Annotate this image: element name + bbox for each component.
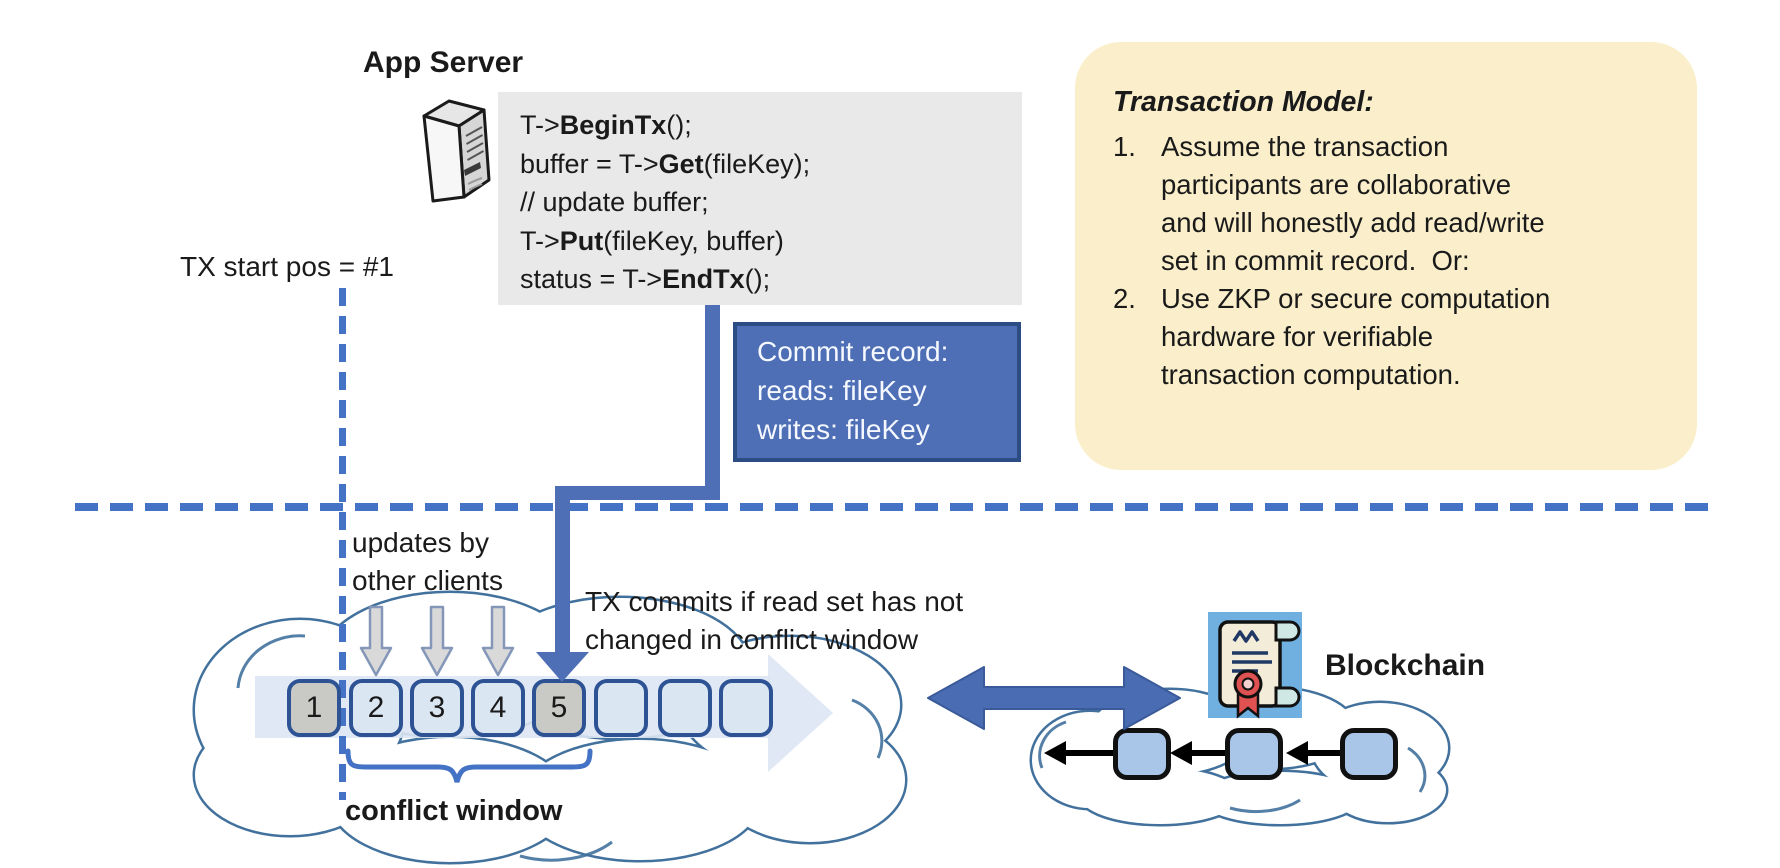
- transaction-model-item: 1. Assume the transaction participants a…: [1113, 128, 1667, 280]
- code-line: status = T->EndTx();: [520, 264, 771, 294]
- sync-double-arrow: [927, 666, 1181, 730]
- tx-start-label: TX start pos = #1: [180, 251, 394, 282]
- code-panel: T->BeginTx(); buffer = T->Get(fileKey); //…: [498, 92, 1022, 305]
- transaction-model-item: 2. Use ZKP or secure computation hardwar…: [1113, 280, 1667, 394]
- commit-record-line: writes: fileKey: [757, 414, 930, 445]
- item-number: 1.: [1113, 131, 1136, 162]
- ledger-block: [719, 679, 773, 737]
- block-number: 2: [367, 691, 385, 724]
- tx-commits-line: TX commits if read set has not: [585, 586, 964, 617]
- server-icon: [422, 99, 491, 203]
- ledger-block: [594, 679, 648, 737]
- chain-block: [1113, 728, 1171, 780]
- updates-by-line: updates by: [352, 527, 489, 558]
- code-line: T->Put(fileKey, buffer): [520, 225, 784, 256]
- tx-start-dashed-line: [339, 288, 346, 800]
- ledger-block: 3: [410, 679, 464, 737]
- transaction-model-title: Transaction Model:: [1113, 86, 1374, 118]
- blockchain-label: Blockchain: [1325, 649, 1486, 682]
- item-number: 2.: [1113, 283, 1136, 314]
- transaction-model-callout: Transaction Model: 1. Assume the transac…: [1075, 42, 1697, 470]
- app-server-label: App Server: [363, 46, 524, 79]
- code-line: // update buffer;: [520, 187, 709, 217]
- tx-commits-line: changed in conflict window: [585, 624, 919, 655]
- commit-record-box: Commit record: reads: fileKey writes: fi…: [733, 322, 1021, 462]
- ledger-block: 1: [287, 679, 341, 737]
- tx-commits-label: TX commits if read set has not changed i…: [585, 583, 963, 659]
- conflict-window-label: conflict window: [345, 795, 563, 827]
- code-line: buffer = T->Get(fileKey);: [520, 148, 811, 179]
- item-text: Use ZKP or secure computation hardware f…: [1161, 283, 1551, 390]
- ledger-block: 4: [471, 679, 525, 737]
- commit-record-line: Commit record:: [757, 336, 949, 367]
- update-arrow-icon: [359, 605, 515, 677]
- chain-block: [1340, 728, 1398, 780]
- block-number: 4: [489, 691, 507, 724]
- ledger-block: [658, 679, 712, 737]
- updates-by-line: other clients: [352, 565, 503, 596]
- certificate-icon: [1208, 612, 1302, 719]
- ledger-block: 2: [349, 679, 403, 737]
- consensus-divider-dashed-line: [75, 503, 1717, 511]
- block-number: 3: [428, 691, 446, 724]
- code-line: T->BeginTx();: [520, 110, 692, 140]
- ledger-block: 5: [532, 679, 586, 737]
- item-text: Assume the transaction participants are …: [1161, 131, 1545, 276]
- block-number: 5: [550, 691, 568, 724]
- chain-block: [1225, 728, 1283, 780]
- conflict-window-brace: [345, 748, 593, 783]
- updates-by-label: updates by other clients: [352, 524, 503, 600]
- block-number: 1: [305, 691, 323, 724]
- commit-record-line: reads: fileKey: [757, 375, 927, 406]
